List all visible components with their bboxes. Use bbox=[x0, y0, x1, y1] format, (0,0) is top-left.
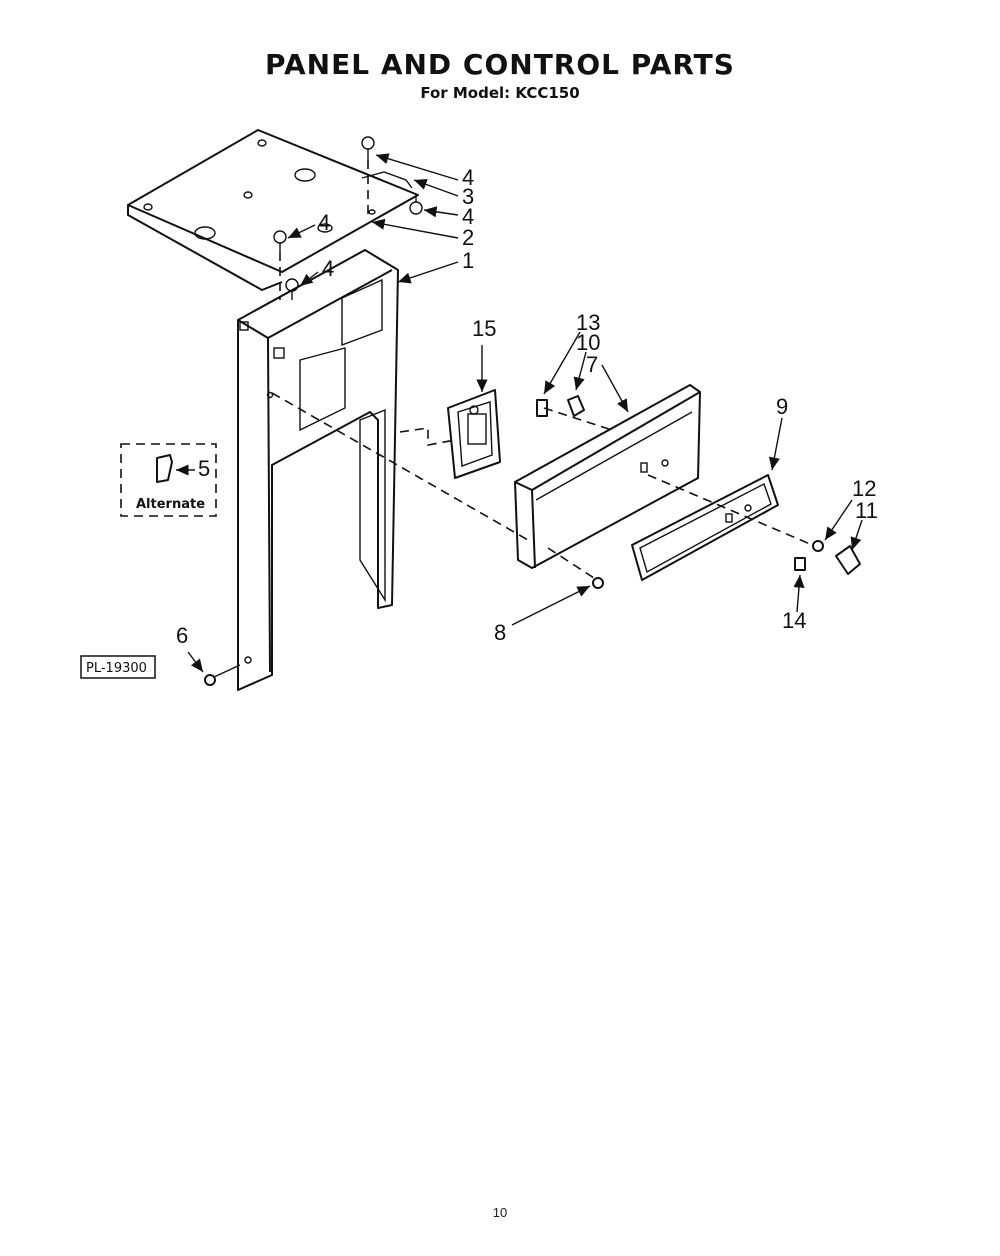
callout-15: 15 bbox=[472, 316, 496, 341]
alternate-label: Alternate bbox=[136, 497, 205, 512]
switch-parts bbox=[536, 331, 587, 417]
alternate-part-box bbox=[120, 443, 217, 517]
callout-1: 1 bbox=[462, 248, 474, 273]
callout-13: 13 bbox=[576, 310, 600, 335]
clip-part bbox=[793, 557, 806, 613]
callout-14: 14 bbox=[782, 608, 806, 633]
callout-9: 9 bbox=[776, 394, 788, 419]
callout-6: 6 bbox=[176, 623, 188, 648]
callout-4a: 4 bbox=[462, 165, 474, 190]
alignment-lines bbox=[271, 392, 811, 579]
callout-5: 5 bbox=[198, 456, 210, 481]
callout-4c: 4 bbox=[318, 210, 330, 235]
top-panel-part bbox=[127, 129, 419, 291]
callout-12: 12 bbox=[852, 476, 876, 501]
knob-parts bbox=[812, 499, 863, 575]
callout-labels: 1 2 3 4 4 4 4 5 6 7 8 9 10 11 12 13 14 1… bbox=[136, 165, 878, 648]
callout-11: 11 bbox=[855, 498, 878, 523]
callout-7: 7 bbox=[586, 352, 598, 377]
callout-2: 2 bbox=[462, 225, 474, 250]
page-title: PANEL AND CONTROL PARTS bbox=[265, 48, 735, 81]
plate-number: PL-19300 bbox=[86, 661, 147, 676]
model-subtitle: For Model: KCC150 bbox=[420, 84, 580, 102]
screw-part-6 bbox=[187, 651, 241, 686]
callout-8: 8 bbox=[494, 620, 506, 645]
control-board-part bbox=[447, 345, 501, 479]
screw-part-8 bbox=[511, 577, 604, 626]
leader-lines-top bbox=[287, 153, 459, 287]
page-number: 10 bbox=[492, 1205, 508, 1220]
plate-number-box: PL-19300 bbox=[80, 655, 156, 679]
callout-4b: 4 bbox=[462, 204, 474, 229]
callout-10: 10 bbox=[576, 330, 600, 355]
callout-4d: 4 bbox=[322, 256, 334, 281]
screw-part-top bbox=[273, 136, 423, 300]
console-panel-part bbox=[514, 364, 701, 569]
overlay-trim-part bbox=[631, 417, 783, 581]
panel-frame-part bbox=[237, 249, 399, 691]
callout-3: 3 bbox=[462, 184, 474, 209]
